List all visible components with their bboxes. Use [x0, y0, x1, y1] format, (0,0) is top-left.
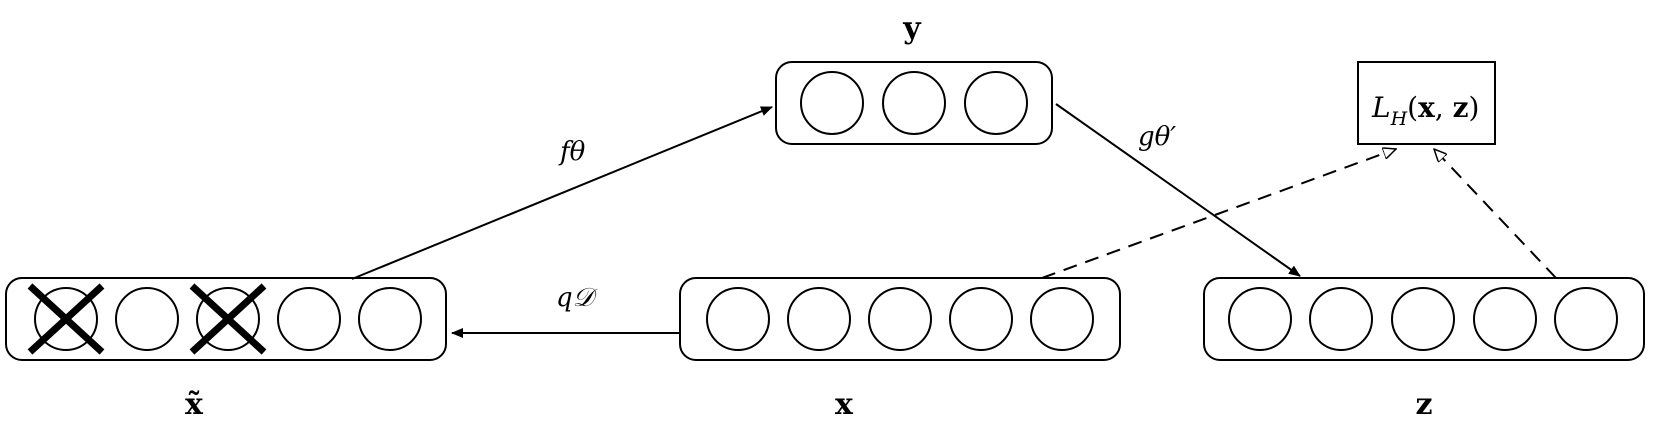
unit-y-1: [800, 71, 864, 135]
edge-label-encoder: fθ: [558, 137, 586, 167]
unit-x-tilde-2: [115, 287, 179, 351]
unit-y-2: [882, 71, 946, 135]
loss-symbol: L: [1371, 91, 1391, 124]
corrupted-mark-2: [189, 283, 267, 355]
loss-label: LH(x, z): [1371, 91, 1479, 130]
unit-x-tilde-4: [277, 287, 341, 351]
unit-z-4: [1473, 287, 1537, 351]
edge-decoder: [1055, 103, 1301, 277]
unit-x-4: [949, 287, 1013, 351]
layer-label-x: x: [835, 387, 854, 422]
loss-node: LH(x, z): [1357, 61, 1496, 145]
unit-z-1: [1228, 287, 1292, 351]
layer-z: [1203, 277, 1645, 361]
loss-arg-x: x: [1418, 91, 1435, 124]
layer-x: [679, 277, 1121, 361]
unit-x-2: [787, 287, 851, 351]
layer-label-x-tilde: x̃: [185, 387, 204, 422]
corrupted-mark-1: [27, 283, 105, 355]
unit-z-3: [1391, 287, 1455, 351]
edge-encoder: [351, 106, 773, 280]
unit-y-3: [964, 71, 1028, 135]
unit-x-3: [868, 287, 932, 351]
edge-label-corruption: q𝒟: [556, 283, 598, 313]
unit-z-5: [1554, 287, 1618, 351]
loss-arg-z: z: [1453, 91, 1469, 124]
edge-label-decoder: gθ′: [1138, 122, 1176, 152]
edge-loss-from-x: [1041, 149, 1396, 279]
unit-x-tilde-5: [358, 287, 422, 351]
unit-x-1: [706, 287, 770, 351]
layer-x-tilde: [5, 277, 447, 361]
loss-box: [1357, 61, 1496, 145]
layer-y: [775, 61, 1053, 145]
loss-subscript: H: [1390, 108, 1408, 130]
unit-x-5: [1030, 287, 1094, 351]
layer-label-y: y: [902, 11, 922, 46]
unit-z-2: [1309, 287, 1373, 351]
edge-loss-from-z: [1434, 149, 1557, 279]
layer-label-z: z: [1415, 387, 1432, 422]
